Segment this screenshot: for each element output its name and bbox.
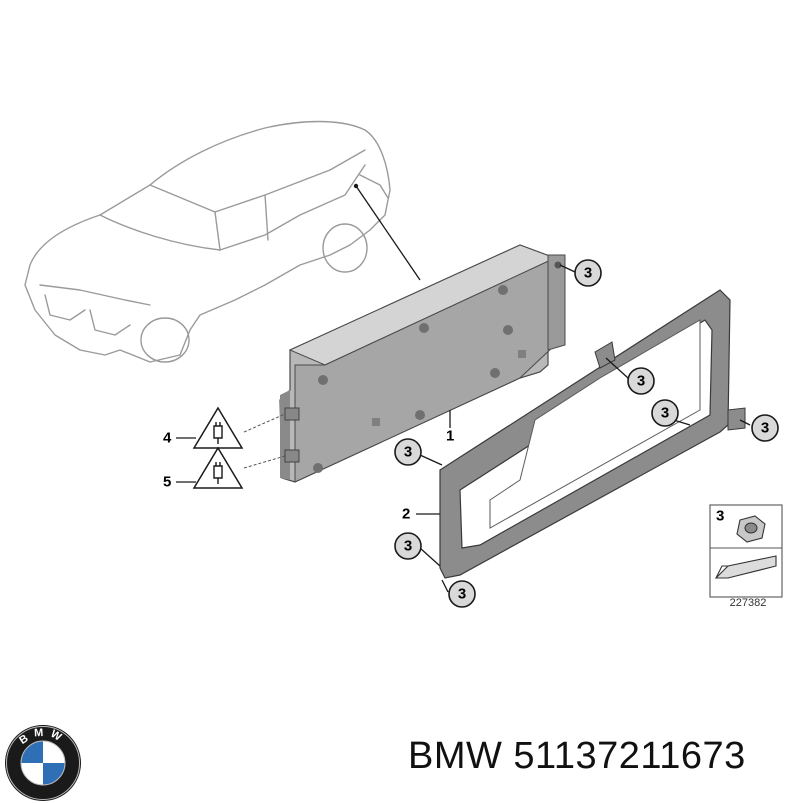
control-module [279, 244, 566, 483]
warning-plug-icon [192, 446, 244, 489]
bmw-logo-icon: BMW [5, 725, 81, 801]
callout-3-b: 3 [627, 367, 655, 395]
leader-3d [739, 419, 751, 426]
label-part-4: 4 [163, 430, 172, 447]
svg-text:3: 3 [404, 444, 412, 461]
legend-box: 3 [709, 504, 783, 598]
legend-part-number: 3 [716, 508, 724, 525]
leader-3g [441, 579, 449, 593]
leader-3e [419, 454, 443, 466]
svg-text:3: 3 [661, 405, 669, 422]
car-outline-icon [24, 120, 391, 363]
svg-text:3: 3 [458, 586, 466, 603]
callout-3-g: 3 [448, 580, 476, 608]
callout-3-f: 3 [394, 532, 422, 560]
connector-pins [243, 407, 300, 469]
svg-text:3: 3 [584, 265, 592, 282]
brand-part-number: BMW 51137211673 [408, 735, 746, 777]
svg-text:3: 3 [761, 420, 769, 437]
svg-text:3: 3 [637, 373, 645, 390]
leader-3b [605, 357, 629, 379]
label-part-5: 5 [163, 474, 171, 491]
wedge-arrow-icon [714, 555, 777, 579]
leader-3a [559, 264, 576, 273]
leader-3f [419, 547, 441, 567]
label-part-1: 1 [446, 428, 454, 445]
diagram-code: 227382 [730, 597, 767, 609]
warning-plug-icon [192, 406, 244, 449]
callout-3-c: 3 [651, 399, 679, 427]
callout-3-d: 3 [751, 414, 779, 442]
nut-icon [736, 515, 766, 543]
car-leader-line [355, 185, 421, 281]
label-part-2: 2 [402, 506, 410, 523]
callout-3-a: 3 [574, 259, 602, 287]
svg-text:3: 3 [404, 538, 412, 555]
callout-3-e: 3 [394, 438, 422, 466]
